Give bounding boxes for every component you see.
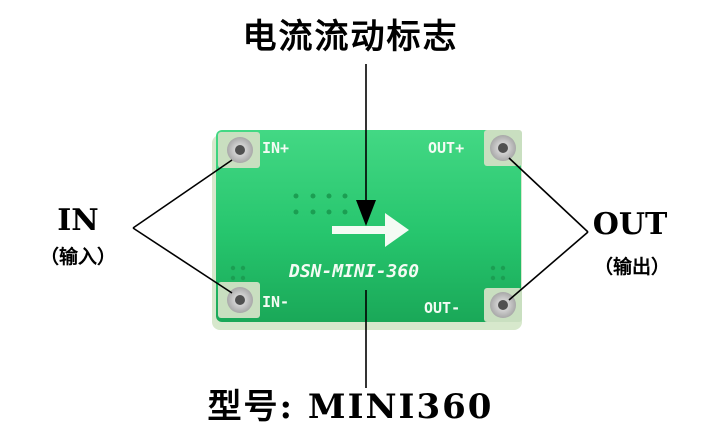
model-caption: 型号: MINI360 xyxy=(207,387,494,427)
flow-pointer-head xyxy=(356,200,376,226)
output-sub-caption: （输出） xyxy=(593,256,670,278)
pointer-lines xyxy=(132,64,589,388)
pin-label-out-minus: OUT- xyxy=(424,299,460,317)
pin-label-out-plus: OUT+ xyxy=(428,139,464,157)
arrow-right-icon xyxy=(332,213,409,247)
input-sub-caption: （输入） xyxy=(39,246,116,268)
board-model-label: DSN-MINI-360 xyxy=(288,261,419,282)
flow-direction-caption: 电流流动标志 xyxy=(242,17,459,57)
input-caption: IN xyxy=(57,203,99,238)
via-holes xyxy=(230,193,506,281)
output-caption: OUT xyxy=(592,207,668,242)
pin-label-in-minus: IN- xyxy=(262,293,289,311)
pad-out-plus xyxy=(484,130,522,166)
pad-in-plus xyxy=(218,132,260,168)
pin-label-in-plus: IN+ xyxy=(262,139,289,157)
pad-out-minus xyxy=(484,288,522,322)
